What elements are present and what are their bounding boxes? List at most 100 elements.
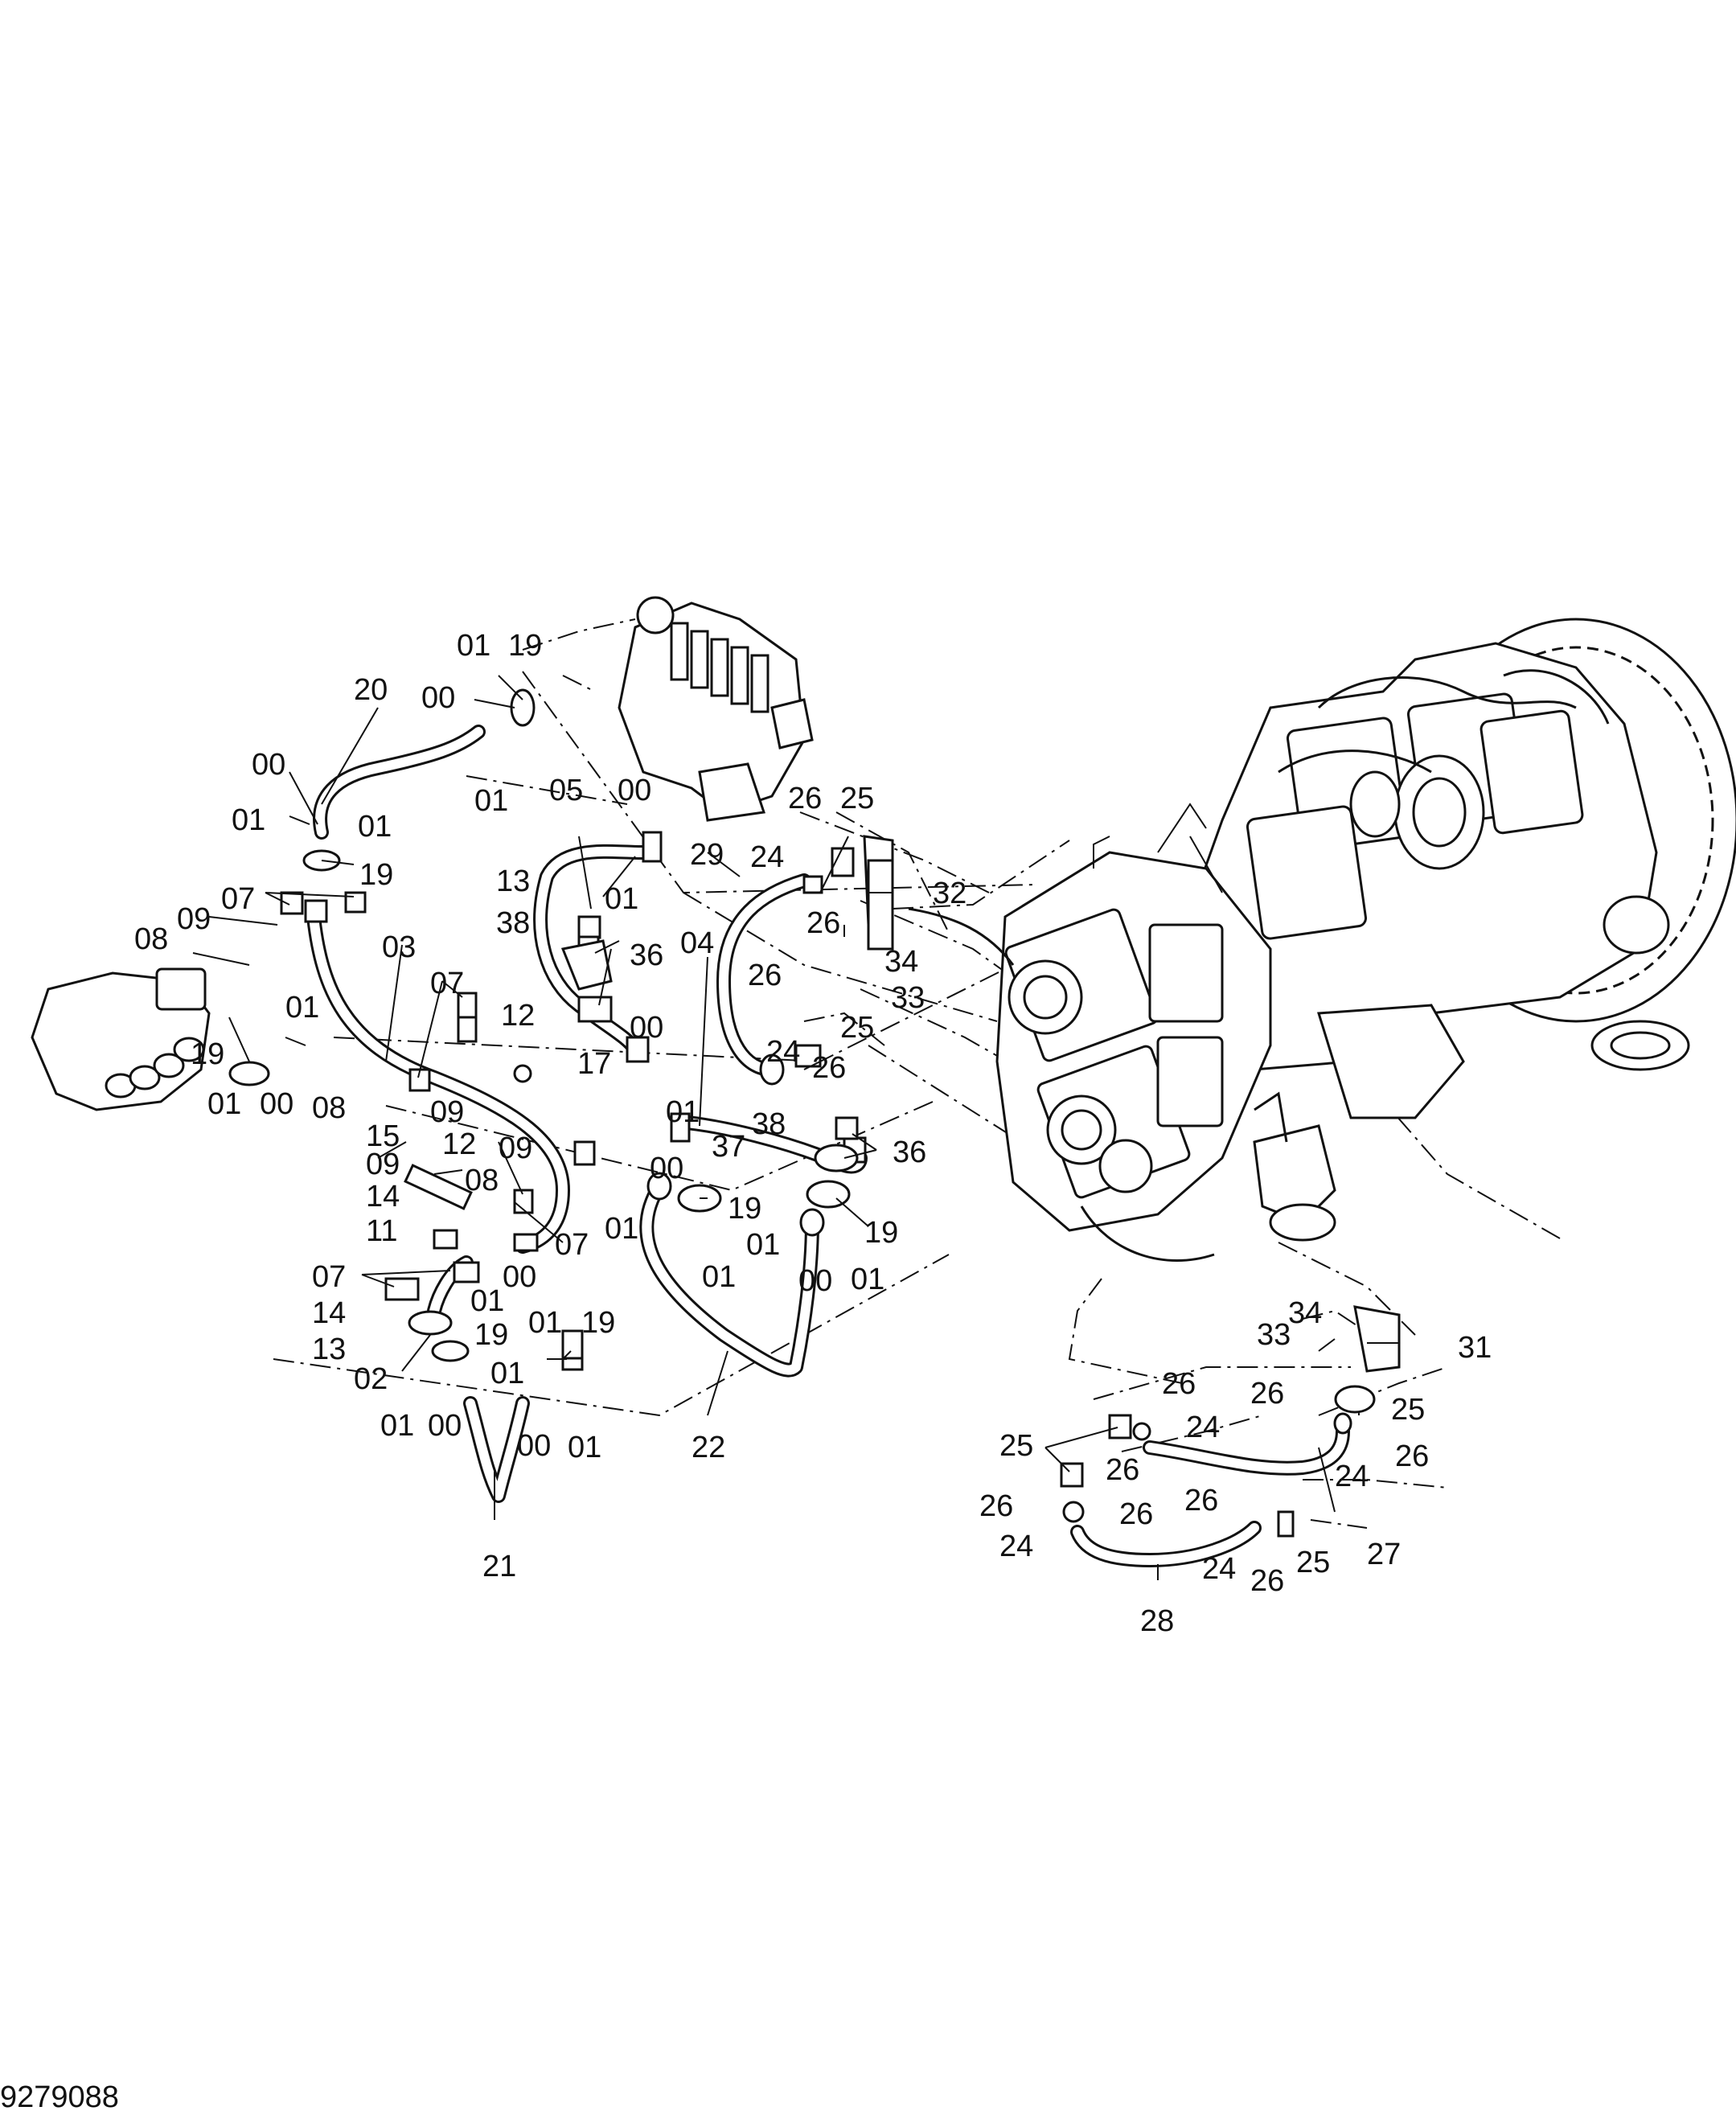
hoses-and-pipes [306,725,1350,1567]
engine-pump-assembly [908,618,1736,1262]
callout-26: 26 [1106,1453,1139,1487]
callout-00: 00 [503,1260,536,1294]
callout-13: 13 [496,864,530,898]
callout-14: 14 [366,1180,400,1214]
callout-07: 07 [221,882,255,916]
callout-36: 36 [630,938,663,972]
callout-12: 12 [501,999,535,1033]
leader-lines [192,675,1399,1580]
callout-01: 01 [232,803,265,837]
callout-12: 12 [442,1127,476,1161]
callout-08: 08 [465,1164,499,1197]
callout-24: 24 [1186,1411,1220,1444]
callout-01: 01 [490,1357,524,1390]
callout-36: 36 [893,1136,926,1169]
callout-labels: 01 19 20 00 01 00 01 01 19 07 09 08 03 0… [134,629,1492,1638]
callout-24: 24 [750,840,784,874]
callout-34: 34 [1288,1296,1322,1330]
callout-22: 22 [692,1431,725,1464]
callout-24: 24 [1335,1460,1369,1493]
callout-26: 26 [748,959,782,992]
callout-26: 26 [1162,1367,1196,1401]
callout-25: 25 [1296,1546,1330,1579]
callout-00: 00 [260,1087,293,1121]
callout-19: 19 [359,858,393,892]
callout-09: 09 [366,1148,400,1181]
callout-01: 01 [851,1263,884,1296]
callout-04: 04 [680,926,714,960]
callout-02: 02 [354,1362,388,1396]
callout-08: 08 [312,1091,346,1125]
control-valve-upper [618,596,814,822]
callout-19: 19 [508,629,542,663]
callout-00: 00 [650,1152,683,1185]
callout-01: 01 [605,882,638,916]
callout-33: 33 [891,981,925,1015]
callout-00: 00 [428,1409,462,1443]
callout-00: 00 [252,748,285,782]
callout-24: 24 [999,1530,1033,1563]
callout-25: 25 [1391,1393,1425,1427]
callout-26: 26 [788,782,822,815]
callout-01: 01 [207,1087,241,1121]
callout-29: 29 [690,838,724,872]
callout-19: 19 [474,1318,508,1352]
callout-24: 24 [766,1035,800,1069]
callout-13: 13 [312,1333,346,1366]
callout-14: 14 [312,1296,346,1330]
callout-07: 07 [312,1260,346,1294]
callout-00: 00 [630,1011,663,1045]
callout-27: 27 [1367,1538,1401,1571]
callout-25: 25 [999,1429,1033,1463]
drawing-number: 9279088 [0,2080,119,2114]
callout-20: 20 [354,673,388,707]
callout-26: 26 [812,1051,846,1085]
callout-00: 00 [517,1429,551,1463]
callout-01: 01 [702,1260,736,1294]
callout-26: 26 [1119,1497,1153,1531]
callout-38: 38 [752,1107,786,1141]
callout-33: 33 [1257,1318,1291,1352]
callout-19: 19 [864,1216,898,1250]
callout-01: 01 [285,991,319,1025]
callout-01: 01 [568,1431,601,1464]
callout-00: 00 [618,774,651,807]
callout-24: 24 [1202,1552,1236,1586]
callout-34: 34 [884,945,918,979]
fittings [228,688,1401,1538]
callout-01: 01 [605,1212,638,1246]
callout-26: 26 [806,906,840,940]
callout-15: 15 [366,1119,400,1153]
callout-32: 32 [933,877,966,910]
callout-11: 11 [366,1214,397,1248]
callout-19: 19 [581,1306,615,1340]
callout-00: 00 [798,1264,832,1298]
callout-09: 09 [177,902,211,936]
callout-31: 31 [1458,1331,1492,1365]
callout-25: 25 [840,782,874,815]
callout-07: 07 [555,1228,589,1262]
callout-28: 28 [1140,1604,1174,1638]
callout-09: 09 [499,1131,532,1165]
callout-01: 01 [457,629,490,663]
callout-17: 17 [577,1047,611,1081]
callout-19: 19 [191,1037,224,1071]
callout-01: 01 [746,1228,780,1262]
callout-01: 01 [470,1284,504,1318]
callout-38: 38 [496,906,530,940]
callout-01: 01 [358,810,392,844]
callout-21: 21 [482,1550,516,1583]
callout-01: 01 [380,1409,414,1443]
callout-26: 26 [979,1489,1013,1523]
callout-09: 09 [430,1095,464,1129]
callout-26: 26 [1250,1564,1284,1598]
callout-05: 05 [549,774,583,807]
callout-08: 08 [134,922,168,956]
callout-19: 19 [728,1192,761,1226]
callout-26: 26 [1395,1439,1429,1473]
callout-26: 26 [1250,1377,1284,1411]
callout-00: 00 [421,681,455,715]
callout-01: 01 [474,784,508,818]
callout-03: 03 [382,930,416,964]
